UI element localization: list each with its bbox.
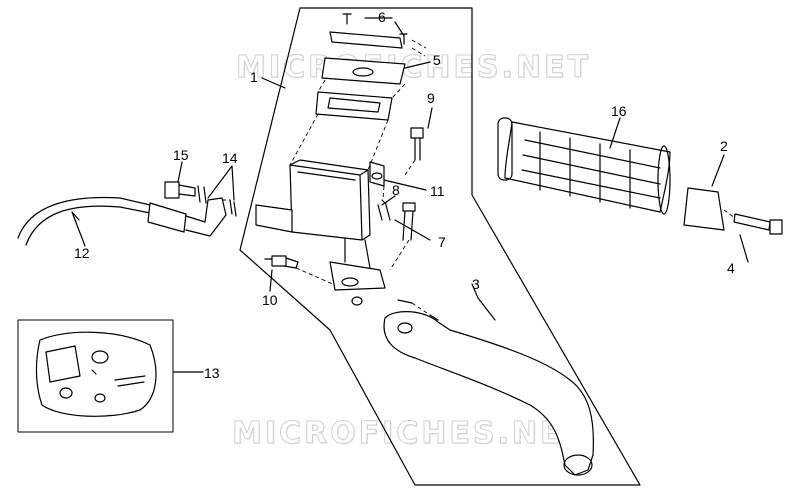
watermark-bottom: MICROFICHES.NET [232,416,587,452]
callout-3: 3 [472,276,480,292]
grip-16 [497,117,671,215]
callout-11: 11 [430,183,445,199]
callout-15: 15 [173,147,189,163]
callout-10: 10 [262,292,278,308]
bar-end-2 [683,187,725,231]
callout-16: 16 [611,103,627,119]
pivot-bolt-7 [402,202,416,241]
banjo-bolt-15 [164,181,196,199]
callout-4: 4 [727,260,735,276]
callout-14: 14 [222,150,238,166]
callout-1: 1 [250,69,258,85]
callout-5: 5 [433,52,441,68]
brake-lever-3 [383,299,594,476]
inset-detail-13 [17,319,174,433]
bushing-11 [369,161,385,187]
reservoir-cap-parts [315,31,406,121]
callout-9: 9 [427,90,435,106]
callout-13: 13 [204,365,220,381]
screw-4 [733,213,783,235]
master-cylinder-body [255,159,386,306]
brake-hose-12 [17,196,227,246]
washers-14 [197,185,237,217]
group-outline [239,7,641,486]
brake-switch-10 [264,255,299,269]
watermark-top: MICROFICHES.NET [236,50,591,86]
callout-6: 6 [378,9,386,25]
callout-8: 8 [392,182,400,198]
bolt-9 [410,127,424,161]
callout-12: 12 [74,245,90,261]
callout-2: 2 [720,138,728,154]
callout-7: 7 [438,234,446,250]
